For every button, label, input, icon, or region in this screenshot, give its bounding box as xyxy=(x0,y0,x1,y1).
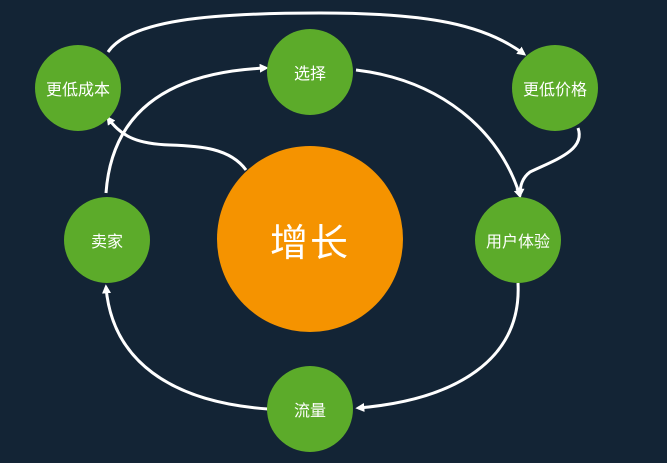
node-lower-cost: 更低成本 xyxy=(35,45,121,131)
arrow-user-experience-to-traffic xyxy=(355,282,520,412)
node-traffic-label: 流量 xyxy=(293,401,326,420)
node-sellers: 卖家 xyxy=(64,197,150,283)
node-growth: 增长 xyxy=(217,146,403,332)
arrow-traffic-to-sellers xyxy=(102,284,269,411)
arrow-lower-price-to-user-experience xyxy=(515,127,581,198)
arrow-lower-cost-to-lower-price xyxy=(106,11,527,56)
arrow-growth-to-lower-cost xyxy=(106,115,248,171)
node-lower-price: 更低价格 xyxy=(512,45,598,131)
node-traffic: 流量 xyxy=(267,366,353,452)
arrow-sellers-to-selection xyxy=(104,63,269,194)
arrow-selection-to-user-experience xyxy=(355,68,523,199)
node-user-experience-label: 用户体验 xyxy=(485,232,550,251)
node-sellers-label: 卖家 xyxy=(90,232,123,251)
node-lower-price-label: 更低价格 xyxy=(522,80,587,99)
node-lower-cost-label: 更低成本 xyxy=(45,80,110,99)
node-growth-label: 增长 xyxy=(269,220,350,265)
node-selection-label: 选择 xyxy=(293,64,326,83)
node-user-experience: 用户体验 xyxy=(475,197,561,283)
node-selection: 选择 xyxy=(267,29,353,115)
